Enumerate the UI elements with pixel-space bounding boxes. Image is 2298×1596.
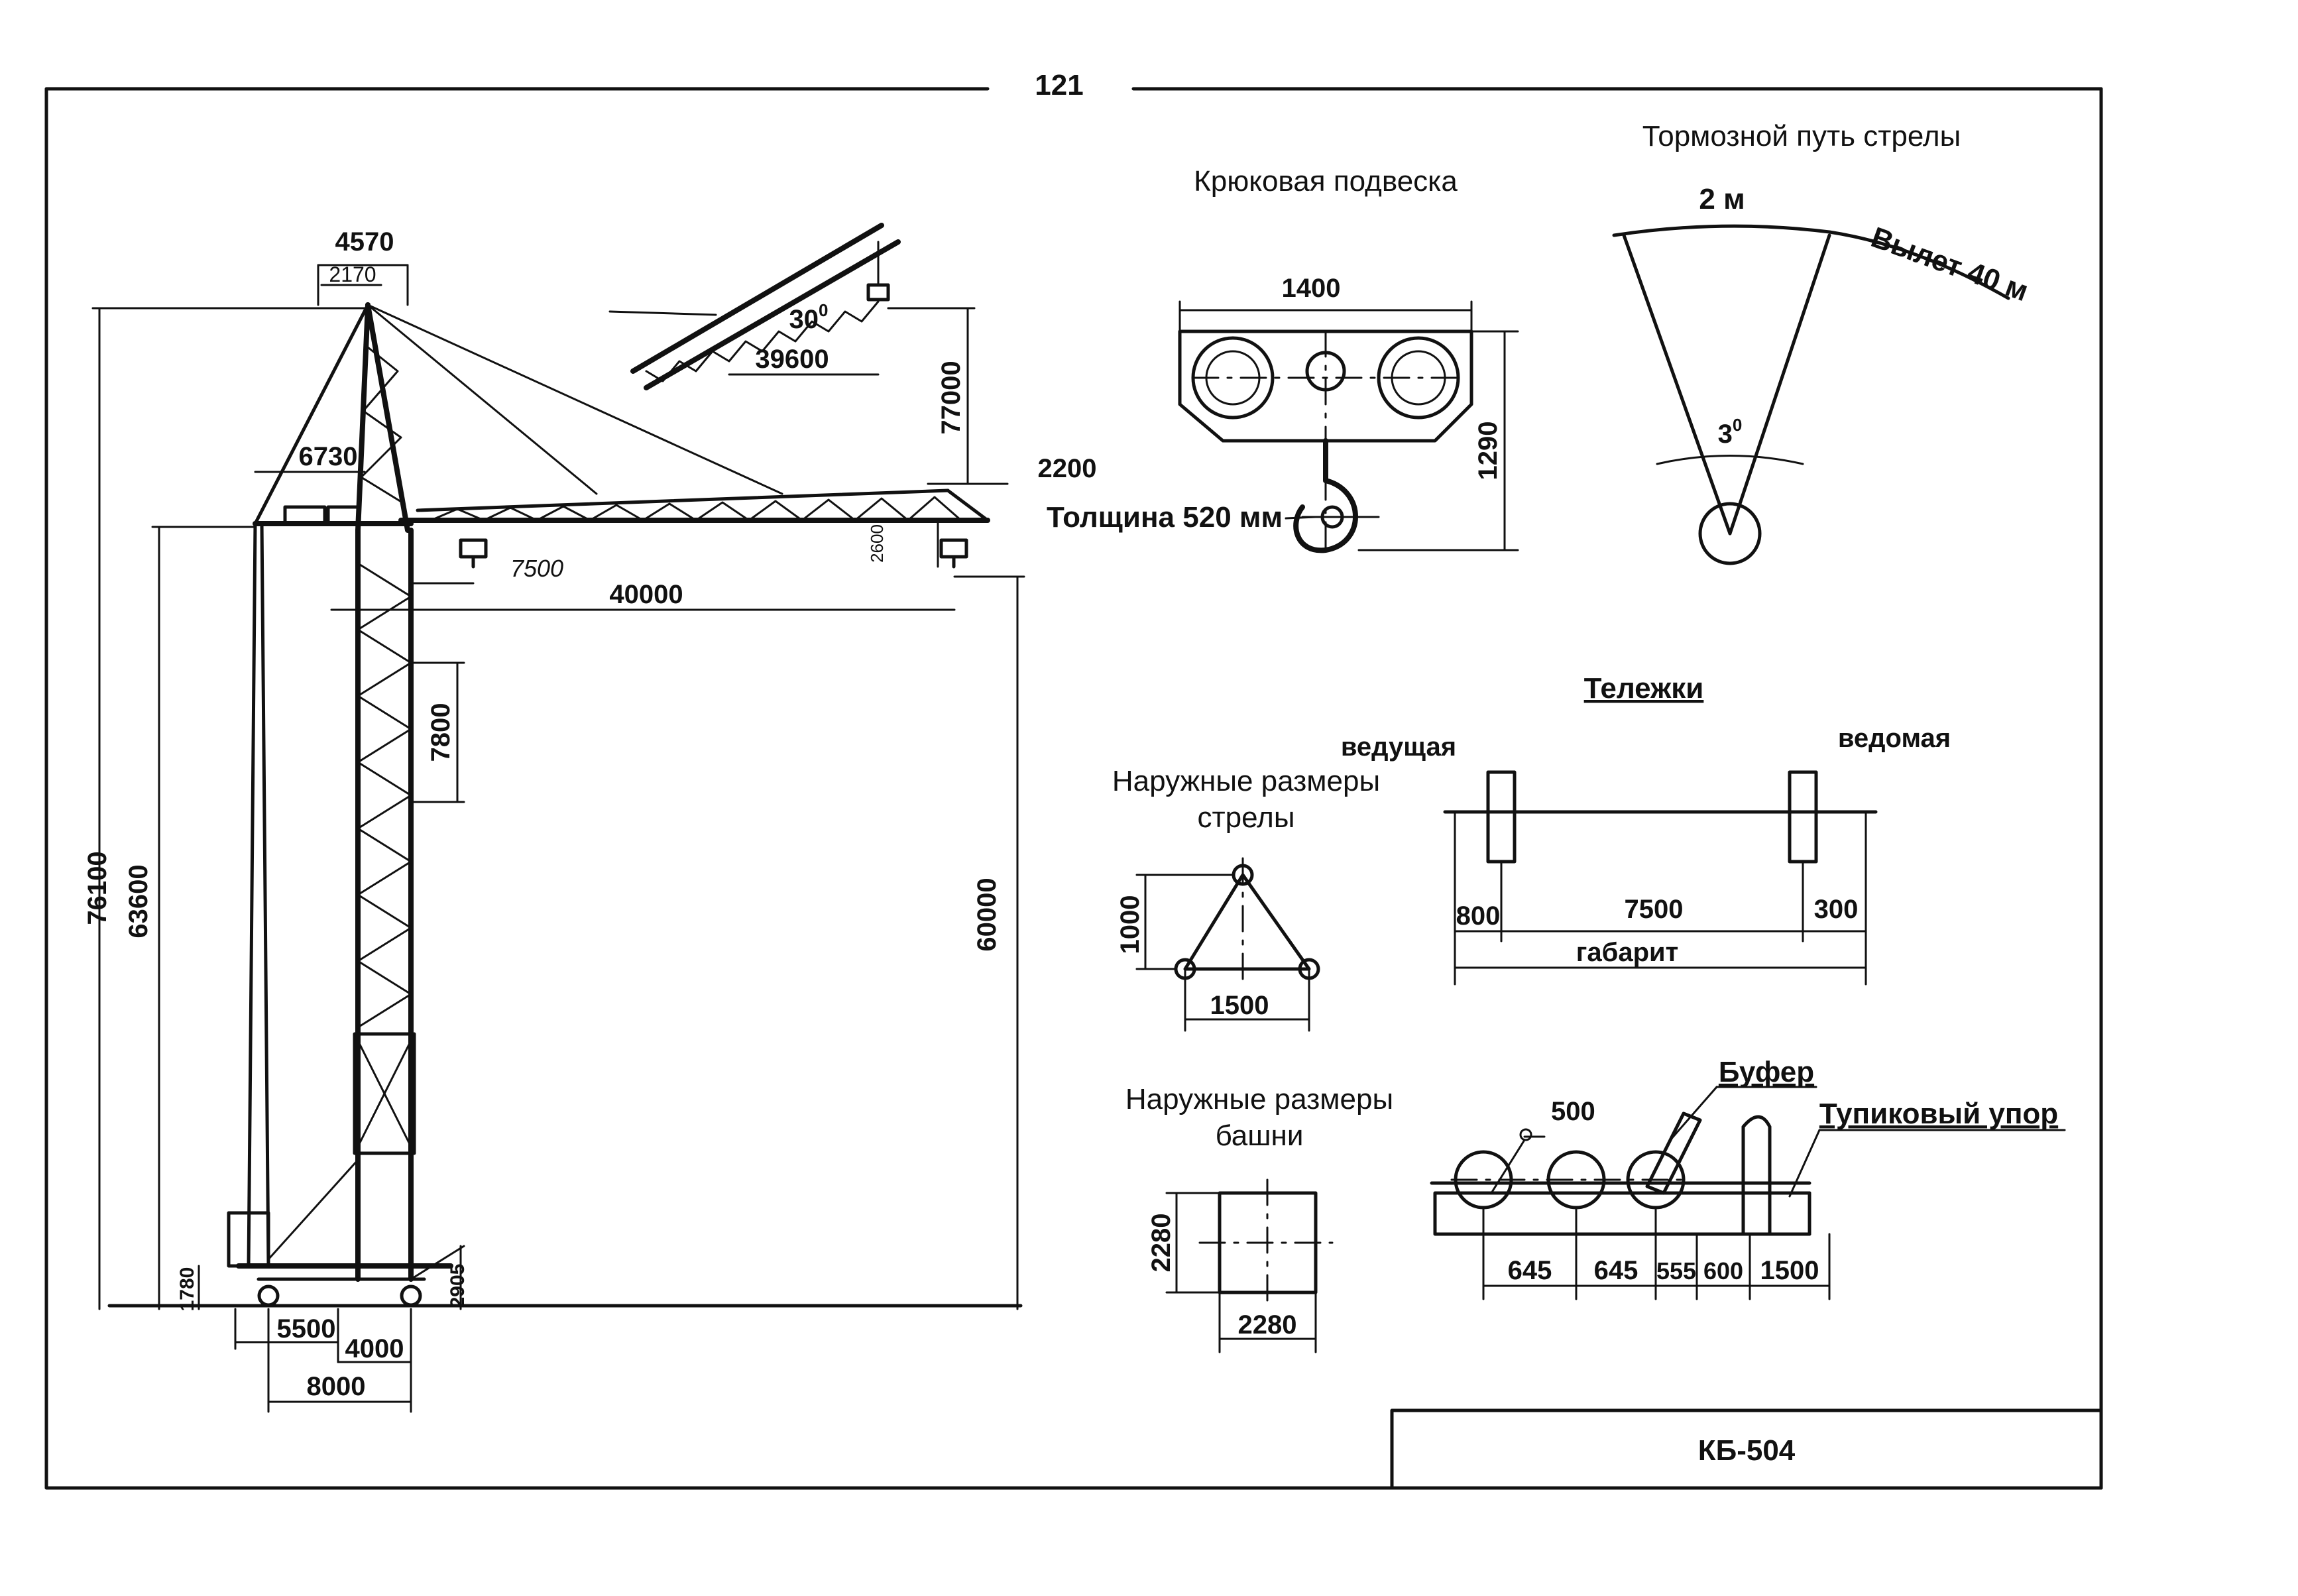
dim-63600: 63600 bbox=[124, 864, 153, 938]
bogie-gabarit: габарит bbox=[1576, 938, 1678, 967]
tower-section-width: 2280 bbox=[1238, 1310, 1297, 1340]
dead-end-stop-label: Тупиковый упор bbox=[1819, 1098, 2058, 1130]
dim-40000: 40000 bbox=[609, 580, 683, 609]
buffer-assembly: 500 Буфер Тупиковый упор 645 645 555 600… bbox=[1430, 1056, 2066, 1300]
tower-section: Наружные размеры башни 2280 2280 bbox=[1125, 1083, 1393, 1353]
dim-30-deg: 300 bbox=[789, 300, 829, 334]
buffer-d2: 645 bbox=[1594, 1256, 1638, 1285]
dim-8000: 8000 bbox=[307, 1372, 366, 1401]
dim-4000: 4000 bbox=[345, 1334, 404, 1363]
buffer-d1: 645 bbox=[1508, 1256, 1552, 1285]
dim-77000: 77000 bbox=[937, 361, 966, 434]
brake-title: Тормозной путь стрелы bbox=[1642, 120, 1961, 152]
hook-height: 1290 bbox=[1473, 422, 1503, 481]
jib-section: Наружные размеры стрелы 1000 1500 bbox=[1112, 765, 1380, 1032]
dim-2200: 2200 bbox=[1038, 454, 1097, 483]
jib-section-height: 1000 bbox=[1116, 895, 1145, 954]
dim-76100: 76100 bbox=[83, 851, 112, 925]
tower-section-title2: башни bbox=[1216, 1119, 1304, 1152]
dim-2905: 2905 bbox=[447, 1264, 469, 1308]
jib-section-title2: стрелы bbox=[1198, 801, 1295, 834]
bogies: Тележки ведущая ведомая 800 7500 300 габ… bbox=[1341, 672, 1951, 986]
dim-2600: 2600 bbox=[867, 524, 887, 563]
dim-39600: 39600 bbox=[755, 345, 829, 374]
dim-60000: 60000 bbox=[972, 878, 1002, 951]
dim-1780: 1780 bbox=[176, 1267, 198, 1312]
dim-6730: 6730 bbox=[299, 442, 358, 471]
hook-width: 1400 bbox=[1282, 274, 1341, 303]
dim-7500: 7500 bbox=[510, 555, 563, 582]
bogie-300: 300 bbox=[1814, 895, 1859, 924]
model-name: КБ-504 bbox=[1698, 1434, 1796, 1467]
dim-7800: 7800 bbox=[426, 703, 455, 762]
hook-block: Крюковая подвеска 1400 1290 Толщина 520 … bbox=[1047, 165, 1519, 555]
brake-path: Тормозной путь стрелы 2 м Вылет 40 м 30 bbox=[1612, 120, 2033, 565]
dim-5500: 5500 bbox=[277, 1314, 336, 1343]
brake-reach: Вылет 40 м bbox=[1867, 221, 2033, 308]
crane-elevation bbox=[107, 223, 1023, 1308]
buffer-d5: 1500 bbox=[1760, 1256, 1819, 1285]
hook-thickness: Толщина 520 мм bbox=[1047, 501, 1283, 534]
tower-section-height: 2280 bbox=[1147, 1214, 1176, 1273]
buffer-d3: 555 bbox=[1656, 1257, 1696, 1284]
bogie-driving: ведущая bbox=[1341, 732, 1456, 762]
dim-4570: 4570 bbox=[335, 227, 394, 256]
bogie-driven: ведомая bbox=[1838, 724, 1951, 753]
jib-section-title1: Наружные размеры bbox=[1112, 765, 1380, 797]
sheet-frame bbox=[44, 87, 2103, 1490]
page-number: 121 bbox=[1035, 69, 1083, 101]
hook-title: Крюковая подвеска bbox=[1194, 165, 1458, 198]
bogie-800: 800 bbox=[1456, 901, 1501, 931]
buffer-label: Буфер bbox=[1719, 1056, 1814, 1088]
bogies-title: Тележки bbox=[1584, 672, 1704, 705]
bogie-7500: 7500 bbox=[1625, 895, 1684, 924]
buffer-diameter: 500 bbox=[1551, 1097, 1595, 1126]
jib-section-width: 1500 bbox=[1210, 991, 1269, 1020]
buffer-d4: 600 bbox=[1703, 1257, 1743, 1284]
tower-section-title1: Наружные размеры bbox=[1125, 1083, 1393, 1115]
dim-2170: 2170 bbox=[329, 262, 376, 286]
brake-arc: 2 м bbox=[1699, 183, 1745, 215]
crane-dimensions: 4570 2170 6730 76100 63600 60000 7800 75… bbox=[83, 227, 1097, 1413]
brake-angle: 30 bbox=[1718, 415, 1743, 449]
